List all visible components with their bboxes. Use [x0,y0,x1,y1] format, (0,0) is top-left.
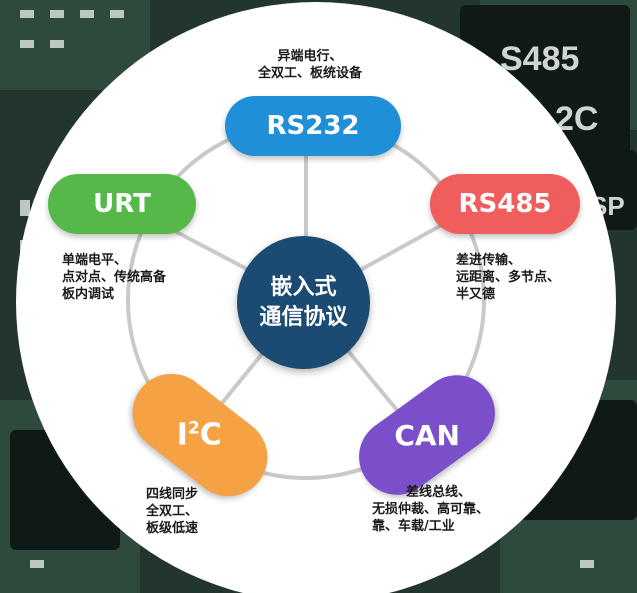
rs232-node[interactable]: RS232 [225,96,401,156]
urt-desc-line-2: 点对点、传统高备 [62,270,167,285]
i2c-description: 四线同步 全双工、 板级低速 [146,486,198,537]
i2c-desc-line-2: 全双工、 [146,504,199,519]
i2c-label: I2C [177,417,222,452]
urt-label: URT [93,189,151,219]
chip-label-s485: S485 [500,40,579,78]
rs232-desc-line-1: 异端电行、 [277,49,343,64]
i2c-label-superscript: 2 [188,418,201,439]
rs485-node[interactable]: RS485 [430,174,580,234]
rs485-desc-line-3: 半又德 [456,287,496,302]
rs485-description: 差进传输、 远距离、多节点、 半又德 [456,252,560,303]
urt-desc-line-1: 单端电平、 [62,253,128,268]
can-desc-line-3: 靠、车载/工业 [372,519,455,534]
i2c-desc-line-1: 四线同步 [146,487,199,502]
rs485-desc-line-1: 差进传输、 [456,253,522,268]
rs232-desc-line-2: 全双工、板统设备 [258,66,363,81]
urt-node[interactable]: URT [48,174,196,234]
rs485-desc-line-2: 远距离、多节点、 [456,270,561,285]
can-desc-line-2: 无损仲裁、高可靠、 [372,502,490,517]
rs232-label: RS232 [266,111,360,141]
urt-desc-line-3: 板内调试 [62,287,115,302]
rs485-label: RS485 [458,189,552,219]
can-description: 差线总线、 无损仲裁、高可靠、 靠、车载/工业 [372,484,489,535]
i2c-label-c: C [200,417,223,453]
i2c-desc-line-3: 板级低速 [146,521,199,536]
center-title-line-1: 嵌入式 [270,274,337,300]
can-label: CAN [394,418,460,452]
urt-description: 单端电平、 点对点、传统高备 板内调试 [62,252,166,303]
center-title-line-2: 通信协议 [259,304,348,330]
can-desc-line-1: 差线总线、 [406,485,472,500]
center-hub: 嵌入式 通信协议 [237,236,370,369]
rs232-description: 异端电行、 全双工、板统设备 [258,48,362,82]
